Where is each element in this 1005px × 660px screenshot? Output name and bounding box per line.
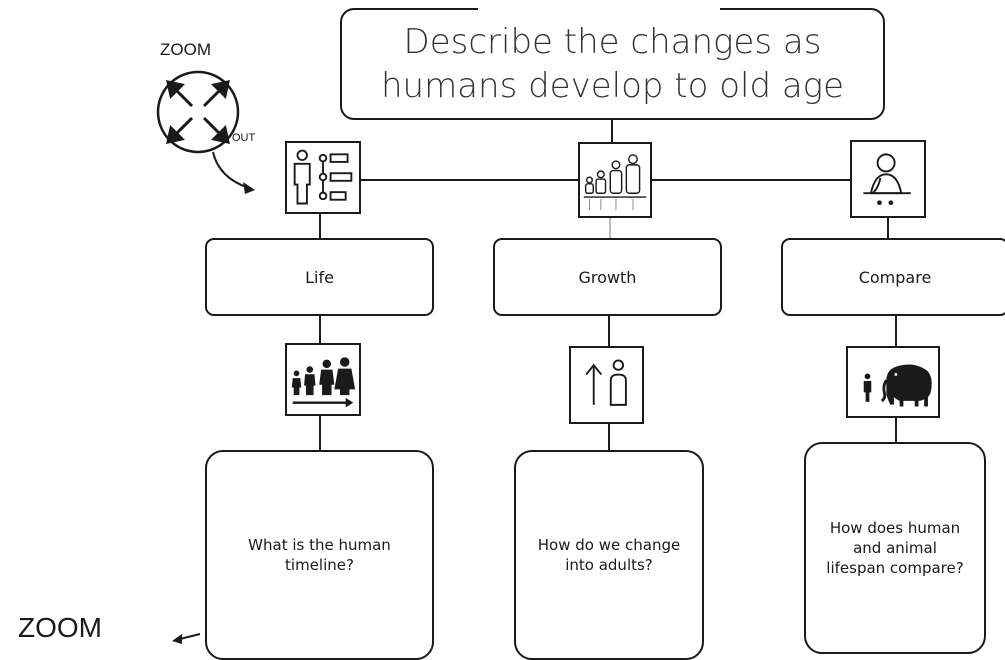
question-compare-line-3: lifespan compare? — [826, 559, 964, 577]
question-life: What is the human timeline? — [205, 450, 434, 660]
category-life: Life — [205, 238, 434, 316]
connector-lines — [319, 120, 897, 454]
zoom-out-label: ZOOM — [160, 40, 211, 59]
title-line-1: Describe the changes as — [403, 22, 822, 62]
growth-arrow-person-icon — [569, 346, 644, 424]
question-compare-line-2: and animal — [853, 539, 937, 557]
question-growth: How do we change into adults? — [514, 450, 704, 660]
title-line-2: humans develop to old age — [380, 66, 845, 106]
question-compare: How does human and animal lifespan compa… — [804, 442, 986, 654]
career-timeline-icon — [285, 141, 361, 214]
category-growth: Growth — [493, 238, 722, 316]
question-compare-line-1: How does human — [829, 519, 961, 537]
question-life-line-2: timeline? — [285, 556, 354, 574]
zoom-out-button[interactable] — [152, 66, 248, 162]
title-border-gap — [478, 5, 720, 11]
question-growth-line-2: into adults? — [565, 556, 653, 574]
elderly-person-icon — [850, 140, 926, 218]
family-heights-icon — [578, 142, 652, 218]
question-growth-line-1: How do we change — [537, 536, 681, 554]
expand-arrows-icon — [156, 70, 240, 154]
human-elephant-icon — [846, 346, 940, 418]
category-compare: Compare — [781, 238, 1005, 316]
zoom-in-arrow-icon — [172, 633, 201, 644]
curved-arrow-icon — [212, 151, 255, 194]
title-box: Describe the changes as humans develop t… — [340, 8, 885, 120]
zoom-in-label: ZOOM — [18, 612, 102, 643]
question-life-line-1: What is the human — [248, 536, 391, 554]
zoom-out-sublabel: OUT — [232, 132, 256, 144]
family-lifecycle-icon — [285, 343, 361, 416]
